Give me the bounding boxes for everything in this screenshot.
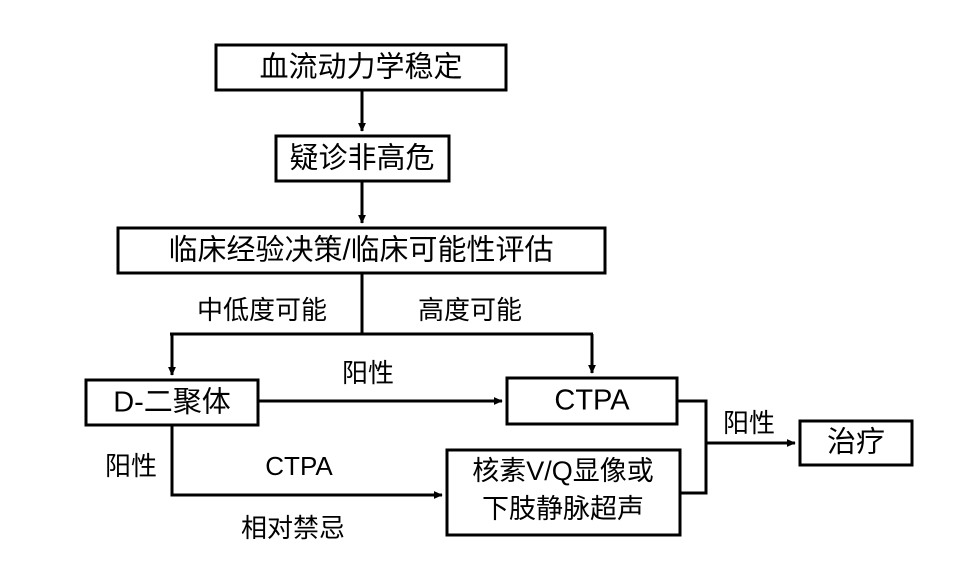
node-ctpa[interactable]: CTPA	[505, 376, 679, 426]
edge-label-low-moderate-probability: 中低度可能	[197, 295, 327, 325]
node-hemodynamic-stable[interactable]: 血流动力学稳定	[214, 43, 508, 92]
node-vq-scan-label-line2: 下肢静脉超声	[482, 494, 644, 524]
edge-label-layer: 中低度可能 高度可能 阳性 阳性 CTPA 相对禁忌 阳性	[105, 295, 775, 543]
edge-label-relative-contraindication: 相对禁忌	[241, 513, 345, 543]
node-treatment[interactable]: 治疗	[798, 419, 914, 467]
node-hemodynamic-stable-label: 血流动力学稳定	[259, 51, 462, 84]
node-clinical-assessment[interactable]: 临床经验决策/临床可能性评估	[116, 226, 607, 275]
node-vq-scan-label-line1: 核素V/Q显像或	[472, 456, 654, 486]
edge-label-positive-to-ctpa: 阳性	[342, 358, 394, 388]
node-vq-scan[interactable]: 核素V/Q显像或 下肢静脉超声	[445, 448, 682, 537]
edge-label-ctpa-alternative: CTPA	[265, 451, 333, 481]
edge-d-dimer-to-vq	[170, 425, 443, 499]
node-suspected-non-high-risk[interactable]: 疑诊非高危	[274, 134, 451, 183]
node-d-dimer[interactable]: D-二聚体	[84, 378, 260, 427]
node-d-dimer-label: D-二聚体	[113, 386, 231, 419]
edge-ctpa-merge-stub	[677, 399, 708, 495]
node-suspected-non-high-risk-label: 疑诊非高危	[289, 142, 434, 175]
edge-label-positive-from-d-dimer: 阳性	[105, 451, 157, 481]
edge-label-high-probability: 高度可能	[418, 295, 522, 325]
node-treatment-label: 治疗	[827, 426, 885, 459]
node-clinical-assessment-label: 临床经验决策/临床可能性评估	[168, 234, 553, 267]
connector-layer	[168, 90, 796, 499]
node-ctpa-label: CTPA	[554, 385, 630, 417]
edge-label-positive-to-treatment: 阳性	[723, 408, 775, 438]
